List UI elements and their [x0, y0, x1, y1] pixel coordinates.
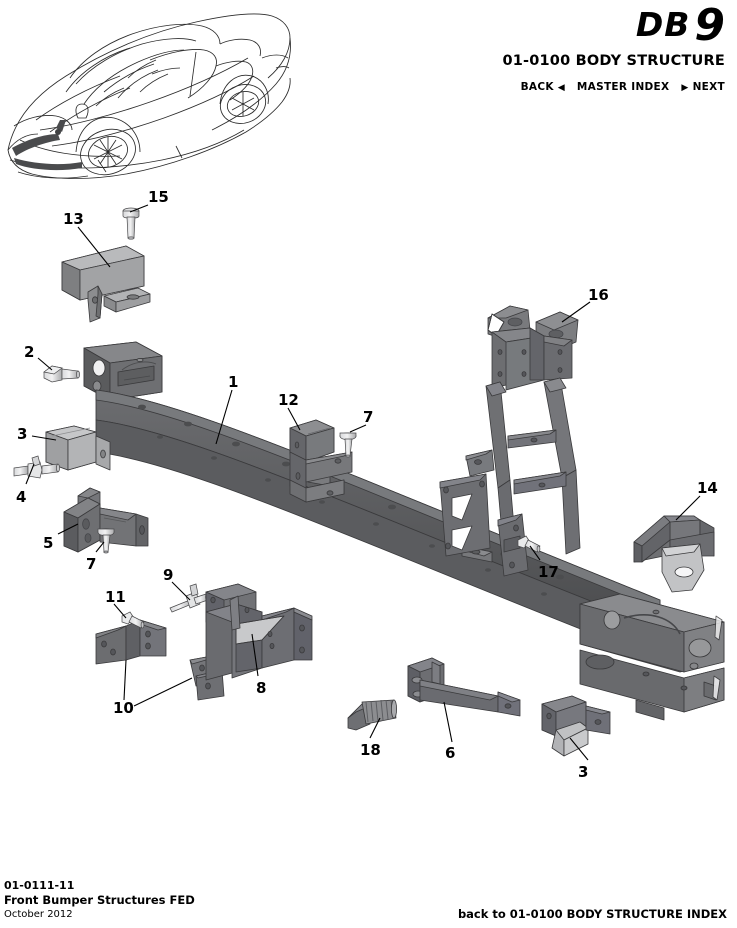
- back-link[interactable]: BACK: [520, 81, 554, 93]
- callout-4: 4: [16, 488, 27, 506]
- callout-9: 9: [163, 566, 174, 584]
- back-arrow-icon[interactable]: ◀: [557, 83, 565, 93]
- part-7-shoulder-bolt-centre: [339, 432, 357, 458]
- part-3-mounting-bracket-right: [541, 695, 611, 757]
- part-11-bolt: [121, 611, 145, 629]
- callout-5: 5: [43, 534, 54, 552]
- callout-17: 17: [538, 563, 559, 581]
- callout-18: 18: [360, 741, 381, 759]
- footer-title: Front Bumper Structures FED: [4, 893, 195, 907]
- part-9-rivet-stud: [169, 583, 209, 613]
- callout-8: 8: [256, 679, 267, 697]
- logo-nine-text: 9: [694, 0, 725, 51]
- callout-3-right: 3: [578, 763, 589, 781]
- part-16-radiator-upper-frame-assembly: [439, 305, 581, 577]
- part-13-upper-closing-bracket: [61, 245, 151, 323]
- document-title: 01-0100 BODY STRUCTURE: [502, 53, 725, 69]
- part-5-side-support-bracket: [63, 487, 149, 553]
- part-12-centre-support-bracket: [289, 419, 353, 503]
- callout-3-left: 3: [17, 425, 28, 443]
- part-4-stud-bolt: [13, 455, 60, 479]
- vehicle-front-bumper-highlight: [12, 120, 82, 171]
- part-15-bolt: [122, 207, 140, 240]
- callout-2: 2: [24, 343, 35, 361]
- callout-7-centre: 7: [363, 408, 374, 426]
- footer-back-link[interactable]: back to 01-0100 BODY STRUCTURE INDEX: [457, 907, 727, 921]
- vehicle-illustration: [7, 13, 291, 179]
- footer-left: 01-0111-11 Front Bumper Structures FED O…: [4, 878, 195, 922]
- next-arrow-icon[interactable]: ▶: [681, 83, 689, 93]
- logo-db-text: DB: [635, 5, 691, 44]
- callout-6: 6: [445, 744, 456, 762]
- callout-14: 14: [697, 479, 718, 497]
- callout-10: 10: [113, 699, 134, 717]
- part-18-ribbed-stud-clip: [347, 699, 397, 731]
- part-3-mounting-bracket-left: [45, 425, 111, 471]
- part-17-retaining-bolt: [517, 535, 541, 553]
- callout-7-left: 7: [86, 555, 97, 573]
- part-1-front-bumper-armature: [83, 341, 725, 721]
- footer-part-number: 01-0111-11: [4, 879, 75, 892]
- part-6-lower-tie-bracket: [407, 657, 521, 717]
- next-link[interactable]: NEXT: [692, 81, 725, 93]
- master-index-link[interactable]: MASTER INDEX: [576, 81, 670, 93]
- part-11-angle-bracket: [95, 619, 167, 665]
- callout-13: 13: [63, 210, 84, 228]
- callout-1: 1: [228, 373, 239, 391]
- part-14-channel-bracket: [633, 515, 715, 593]
- navigation-bar: BACK◀ MASTER INDEX ▶NEXT: [502, 81, 725, 93]
- callout-11: 11: [105, 588, 126, 606]
- callout-15: 15: [148, 188, 169, 206]
- callout-12: 12: [278, 391, 299, 409]
- callout-16: 16: [588, 286, 609, 304]
- callout-leader-lines: [25, 204, 701, 761]
- footer-date: October 2012: [4, 909, 73, 920]
- page-header: DB9 01-0100 BODY STRUCTURE BACK◀ MASTER …: [502, 0, 725, 94]
- part-8-crash-box-bracket: [205, 583, 313, 681]
- db9-logo: DB9: [502, 0, 725, 48]
- part-7-shoulder-bolt-left: [97, 528, 115, 554]
